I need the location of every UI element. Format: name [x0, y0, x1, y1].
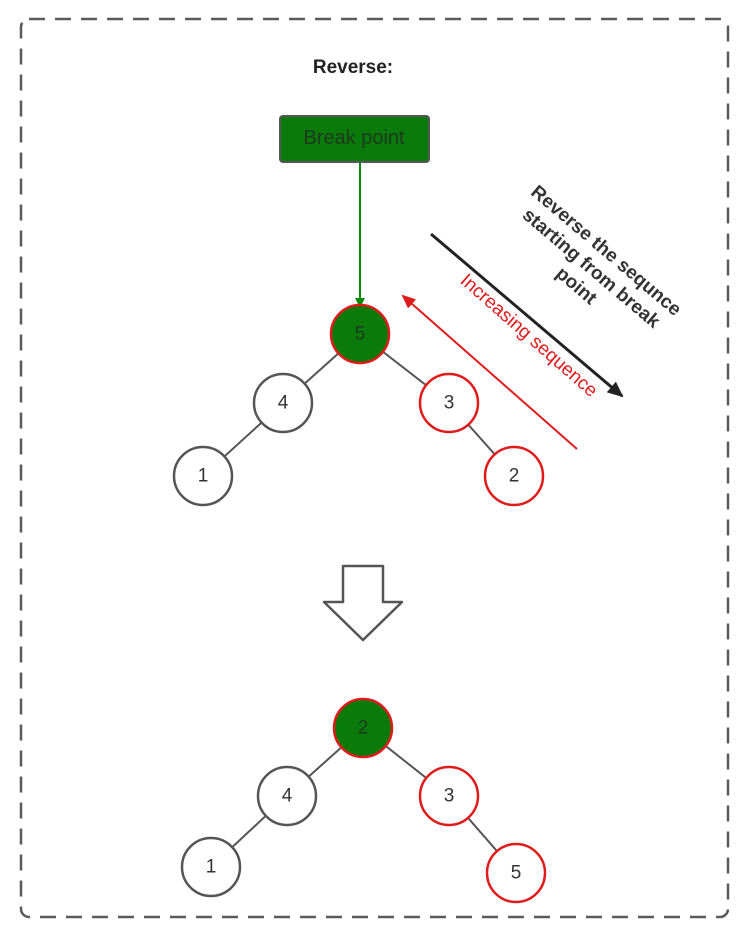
tree-node-left-left: 1: [180, 836, 242, 898]
reverse-arrow: [430, 232, 624, 398]
tree-before: 5 4 3 1 2: [172, 303, 545, 507]
break-point-box: Break point: [279, 115, 430, 163]
svg-text:1: 1: [206, 857, 217, 878]
tree-node-right: 3: [418, 372, 480, 434]
tree-node-left: 4: [252, 372, 314, 434]
dashed-frame: [19, 17, 730, 919]
svg-text:3: 3: [444, 393, 455, 414]
increasing-arrow: [401, 294, 578, 450]
svg-text:1: 1: [198, 466, 209, 487]
tree-node-right-right: 5: [485, 842, 547, 904]
break-point-label: Break point: [303, 127, 405, 149]
svg-text:5: 5: [355, 324, 366, 345]
tree-node-root: 5: [329, 303, 391, 365]
tree-node-right: 3: [418, 765, 480, 827]
tree-node-right-right: 2: [483, 445, 545, 507]
svg-text:5: 5: [511, 863, 522, 884]
down-arrow-icon: [322, 564, 404, 642]
tree-node-left: 4: [256, 765, 318, 827]
svg-text:2: 2: [509, 466, 520, 487]
svg-text:2: 2: [358, 718, 369, 739]
tree-node-root: 2: [332, 697, 394, 759]
diagram-title: Reverse:: [313, 57, 393, 78]
tree-node-left-left: 1: [172, 445, 234, 507]
svg-text:4: 4: [278, 393, 289, 414]
svg-text:3: 3: [444, 786, 455, 807]
reverse-annotation-line-1: Reverse the sequnce: [527, 182, 686, 321]
svg-text:4: 4: [282, 786, 293, 807]
tree-after: 2 4 3 1 5: [180, 697, 547, 904]
